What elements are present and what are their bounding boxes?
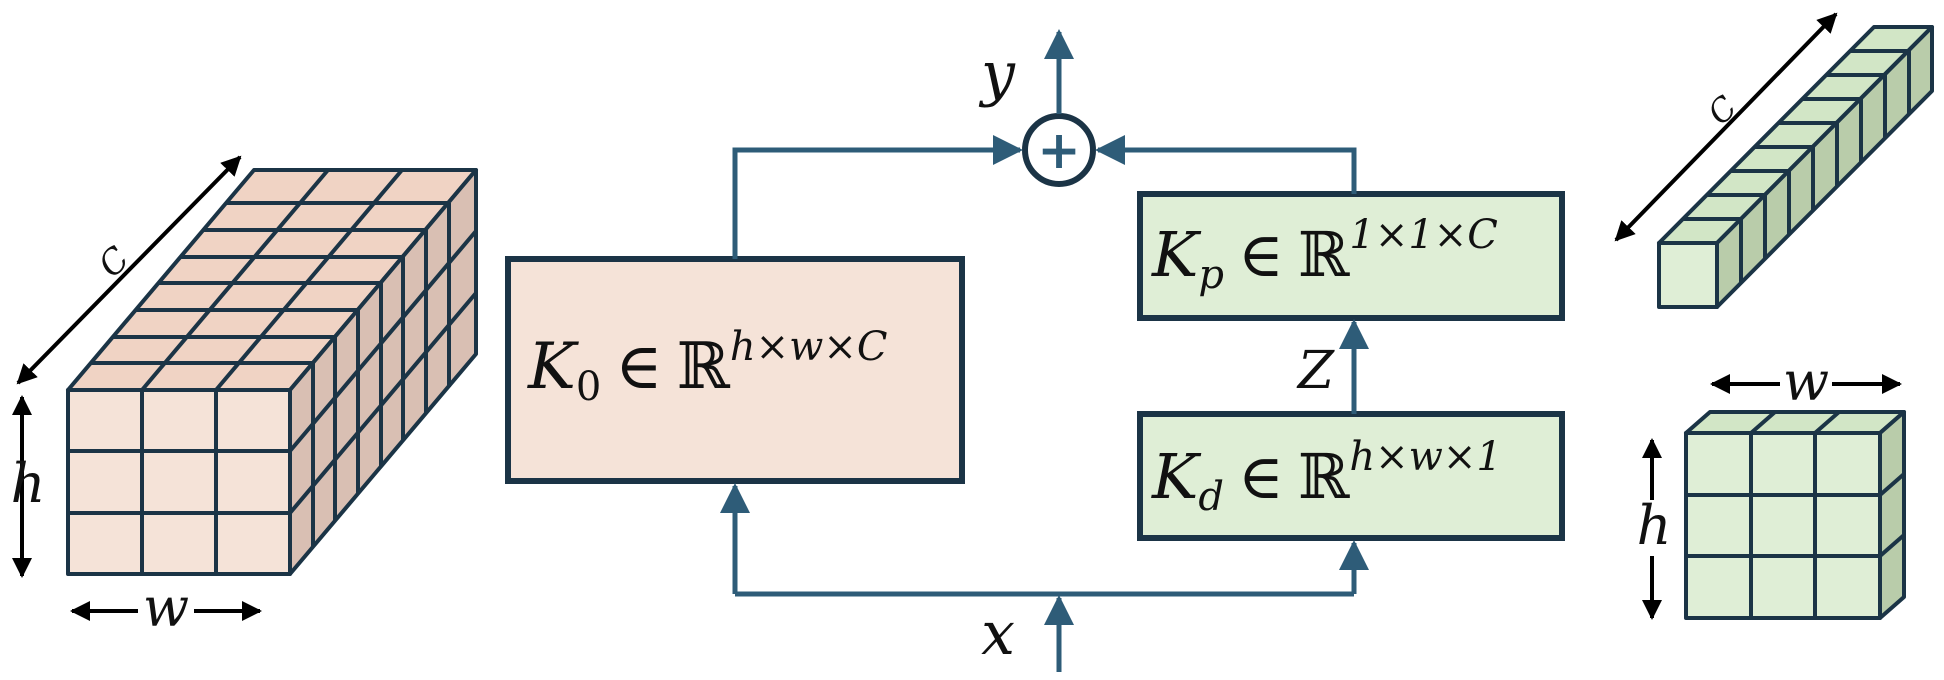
spatial-h-label: h [1637,494,1672,557]
spatial-kernel-side-face [1878,410,1906,620]
kd-box [1137,411,1565,541]
z-label: Z [1296,341,1335,401]
full-kernel-front-face [66,388,292,576]
y-label: y [978,39,1016,109]
k0-box [505,256,965,484]
flow-connectors [720,29,1369,672]
spatial-kernel [1684,410,1906,620]
k0-to-sum-line [732,135,1023,259]
left-c-label: C [91,239,138,286]
kp-box [1137,191,1565,321]
kd-label: Kd∈ℝh×w×1 [1151,434,1502,520]
kp-label: Kp∈ℝ1×1×C [1151,212,1498,298]
full-kernel-tensor [66,168,478,576]
channel-kernel [1657,25,1934,309]
spatial-w-label: w [1783,350,1829,413]
x-label: x [981,599,1015,669]
channel-c-label: C [1700,88,1744,132]
spatial-kernel-front-face [1684,431,1882,620]
sum-plus: + [1037,120,1081,181]
channel-kernel-front-face [1657,241,1719,309]
spatial-kernel-top-face [1684,410,1906,435]
k0-label: K0∈ℝh×w×C [527,324,887,410]
sum-node [1022,113,1096,187]
left-c-arrow [16,155,242,385]
left-w-label: w [143,576,189,639]
kp-to-sum-line [1095,135,1357,194]
left-h-label: h [11,452,46,515]
channel-c-arrow [1614,12,1838,242]
